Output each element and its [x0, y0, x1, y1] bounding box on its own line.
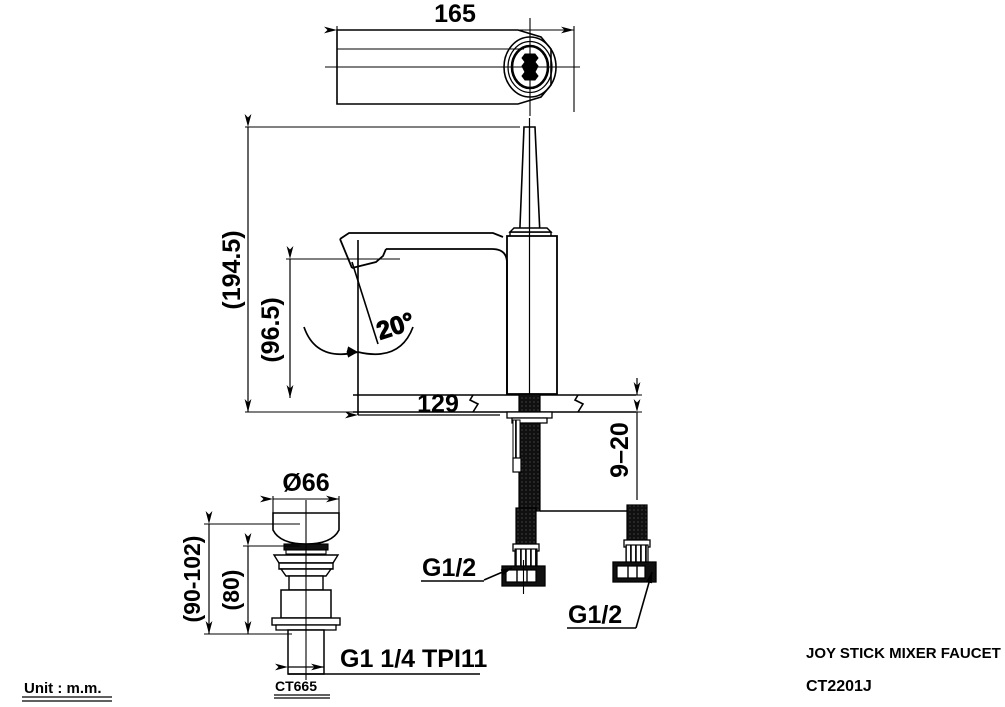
unit-note: Unit : m.m. — [22, 680, 112, 702]
top-view — [325, 18, 580, 116]
dim-label-96-5: (96.5) — [257, 297, 285, 362]
dimension-80: (80) — [218, 533, 300, 634]
callout-g12-left: G1/2 — [421, 554, 513, 582]
dim-label-80: (80) — [218, 570, 244, 611]
drain-code-text: CT665 — [275, 678, 317, 694]
dim-label-90-102: (90-102) — [179, 536, 205, 623]
callout-g12-right: G1/2 — [567, 571, 653, 629]
dimension-9-20: 9–20 — [600, 378, 642, 500]
dim-label-9-20: 9–20 — [606, 422, 634, 478]
dim-label-drain-thread: G1 1/4 TPI11 — [340, 645, 487, 673]
dim-label-194-5: (194.5) — [218, 230, 246, 309]
title-block: JOY STICK MIXER FAUCET CT2201J — [806, 645, 1001, 695]
product-title-text: JOY STICK MIXER FAUCET — [806, 645, 1001, 662]
dim-label-g12-right: G1/2 — [568, 601, 622, 629]
label-drain-code: CT665 — [274, 678, 330, 699]
dim-label-165: 165 — [434, 0, 476, 28]
dimension-90-102: (90-102) — [179, 511, 300, 635]
dimension-194-5: (194.5) — [218, 114, 520, 413]
dimension-165: 165 — [324, 0, 575, 112]
callout-drain-thread: G1 1/4 TPI11 — [275, 645, 487, 675]
dim-label-129: 129 — [417, 390, 459, 418]
model-code-text: CT2201J — [806, 678, 872, 695]
dim-label-g12-left: G1/2 — [422, 554, 476, 582]
dimension-96-5: (96.5) — [257, 246, 400, 398]
dimension-129: 129 — [345, 390, 500, 419]
dim-label-d66: Ø66 — [282, 469, 329, 497]
drain-assembly — [271, 500, 341, 680]
unit-note-text: Unit : m.m. — [24, 680, 102, 697]
dimension-d66: Ø66 — [260, 469, 340, 513]
front-elevation — [339, 118, 657, 594]
